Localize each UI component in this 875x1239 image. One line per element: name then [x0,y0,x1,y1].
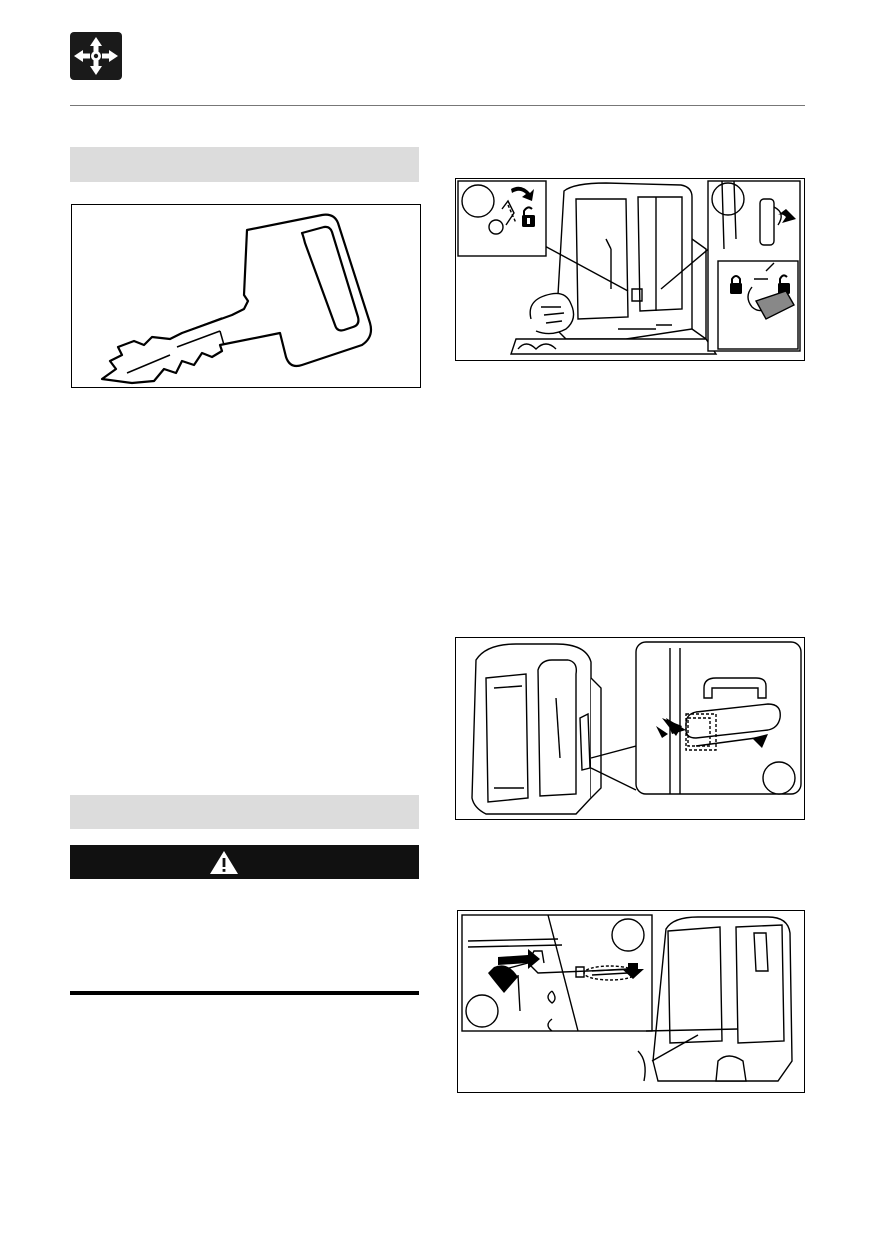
door-lock-icon [457,180,801,355]
four-way-arrows-icon [74,37,118,75]
manual-logo [70,32,122,80]
section-bar [70,147,419,182]
section-bar [70,795,419,829]
section-end-rule [70,991,419,995]
key-icon [100,213,373,385]
door-holder-figure [457,910,805,1093]
door-lock-figure [455,178,805,361]
header-rule [70,105,805,106]
warning-header [70,845,419,879]
door-holder-icon [461,914,793,1082]
door-latch-icon [471,641,802,815]
door-latch-figure [455,637,805,820]
key-figure [71,204,421,388]
warning-triangle-icon [210,851,238,874]
